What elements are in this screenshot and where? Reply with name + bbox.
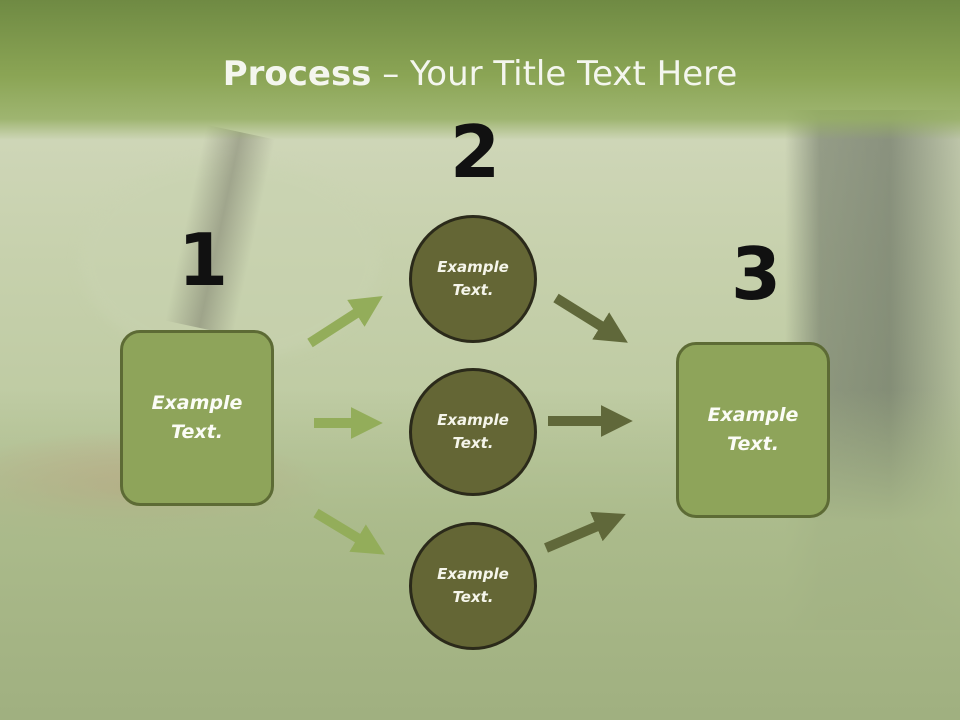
step-2-circle-top[interactable]: Example Text. [409, 215, 537, 343]
title-rest: – Your Title Text Here [371, 54, 738, 94]
step-number-3: 3 [731, 232, 782, 316]
step-number-2: 2 [450, 110, 501, 194]
title-bold: Process [222, 54, 372, 94]
step-2-circle-middle-text: Example Text. [437, 411, 509, 452]
arrow-top-to-3 [553, 293, 628, 343]
step-2-circle-top-text: Example Text. [437, 258, 509, 299]
step-2-circle-bottom[interactable]: Example Text. [409, 522, 537, 650]
step-3-text: Example Text. [707, 404, 799, 455]
arrow-1-to-bottom [313, 508, 385, 555]
step-1-text: Example Text. [151, 392, 243, 443]
step-2-circle-middle[interactable]: Example Text. [409, 368, 537, 496]
arrow-bottom-to-3 [544, 511, 626, 553]
step-1-box[interactable]: Example Text. [120, 330, 274, 506]
arrow-1-to-top [307, 296, 383, 348]
step-number-1: 1 [178, 218, 229, 302]
step-3-box[interactable]: Example Text. [676, 342, 830, 518]
step-2-circle-bottom-text: Example Text. [437, 565, 509, 606]
title-bar [0, 0, 960, 140]
slide-title: Process – Your Title Text Here [0, 54, 960, 94]
